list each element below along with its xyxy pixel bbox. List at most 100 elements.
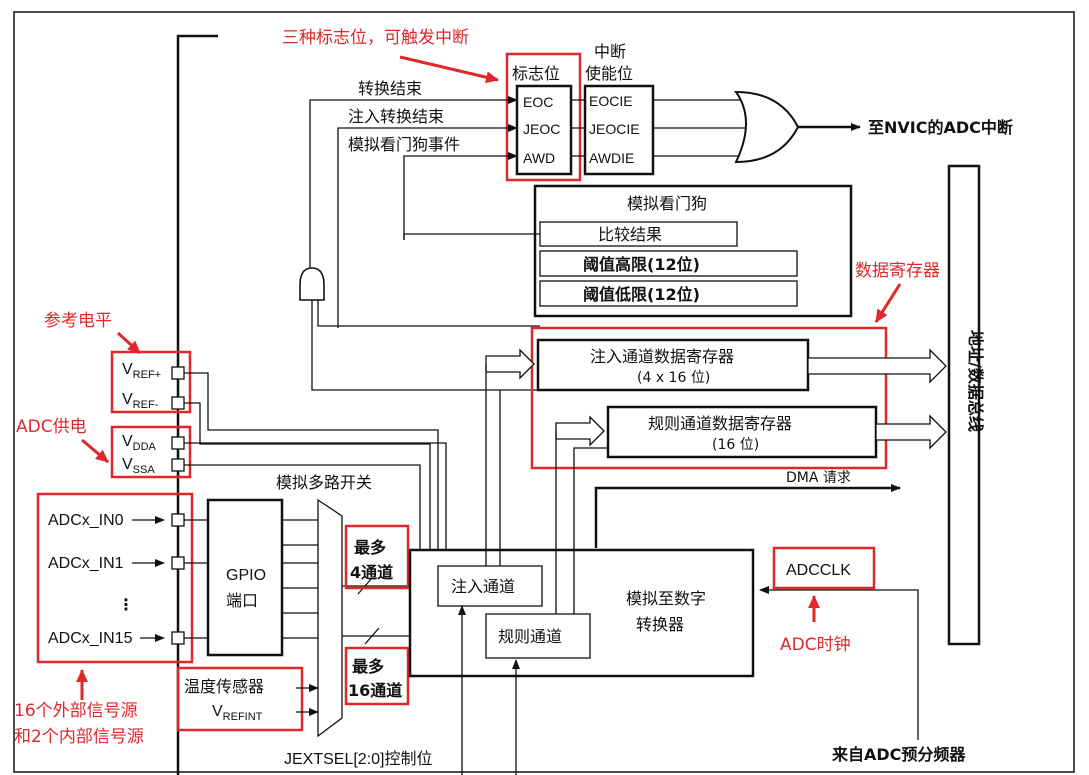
flags-highlight — [505, 52, 582, 182]
regular-bus-slash — [364, 627, 380, 645]
address-data-bus — [947, 164, 981, 646]
dma-arrow — [594, 484, 901, 548]
ie-eocie: EOCIE — [589, 93, 633, 109]
mux-label: 模拟多路开关 — [276, 473, 372, 492]
analog-mux — [317, 498, 343, 738]
vssa-label: VSSA — [122, 456, 155, 476]
adcclk-highlight — [772, 546, 876, 590]
ie-header-line1: 中断 — [594, 42, 626, 61]
max16-highlight — [344, 646, 410, 706]
and-gate — [299, 267, 325, 301]
flag-jeoc: JEOC — [523, 121, 560, 137]
vref-plus-wire — [184, 372, 439, 562]
injected-input-arrow — [485, 348, 535, 380]
flags-annotation-arrow — [399, 55, 499, 84]
max4-line1: 最多 — [354, 538, 386, 557]
vref-plus-label: VREF+ — [122, 361, 161, 381]
flags-annotation: 三种标志位，可触发中断 — [282, 28, 469, 48]
event-eoc: 转换结束 — [358, 79, 422, 98]
regular-data-register — [606, 405, 878, 459]
vrefint-label: VREFINT — [212, 703, 263, 723]
data-register-highlight — [530, 326, 888, 470]
converter-title-line2: 转换器 — [636, 615, 684, 634]
bus-label: 地址/数据总线 — [966, 330, 985, 432]
jextsel-label: JEXTSEL[2:0]控制位 — [284, 750, 433, 768]
vref-minus-label: VREF- — [122, 391, 159, 411]
injected-bus-slash — [357, 577, 373, 595]
watchdog-title: 模拟看门狗 — [627, 194, 707, 213]
regular-channel-box — [485, 613, 591, 659]
flag-awd: AWD — [523, 150, 555, 166]
nvic-label: 至NVIC的ADC中断 — [868, 118, 1013, 137]
vdda-wire — [184, 442, 447, 562]
injected-register-size: (4 x 16 位) — [637, 370, 710, 386]
flag-to-ie-lines — [571, 99, 585, 157]
max4-line2: 4通道 — [350, 563, 393, 582]
injected-to-bus-arrow — [807, 348, 947, 384]
in15-label: ADCx_IN15 — [48, 630, 133, 647]
gpio-to-mux-wires — [282, 519, 318, 639]
adcclk-wire — [759, 586, 919, 740]
or-gate — [734, 90, 800, 164]
watchdog-high: 阈值高限(12位) — [583, 255, 700, 274]
vref-minus-pin — [171, 396, 185, 410]
in15-pin — [171, 631, 185, 645]
data-register-annotation-arrow — [874, 283, 902, 323]
gpio-label-line1: GPIO — [226, 567, 266, 584]
injected-data-register — [536, 338, 810, 392]
regular-input-arrow — [555, 415, 605, 447]
injected-channel-label: 注入通道 — [451, 577, 515, 596]
chip-boundary — [176, 34, 218, 775]
external-inputs-highlight — [36, 492, 194, 664]
vdda-label: VDDA — [122, 433, 157, 453]
regular-register-title: 规则通道数据寄存器 — [648, 414, 792, 433]
watchdog-compare-box — [539, 221, 738, 247]
max4-highlight — [344, 524, 410, 590]
in0-pin — [171, 513, 185, 527]
power-annotation-arrow — [81, 438, 109, 464]
data-register-annotation: 数据寄存器 — [855, 261, 940, 281]
eoc-line — [309, 96, 518, 300]
watchdog-compare: 比较结果 — [598, 225, 662, 244]
adcclk-annotation: ADC时钟 — [780, 635, 851, 655]
power-annotation: ADC供电 — [16, 417, 87, 437]
vref-plus-pin — [171, 366, 185, 380]
vref-annotation: 参考电平 — [44, 311, 112, 331]
vssa-wire — [184, 464, 421, 562]
ie-jeocie: JEOCIE — [589, 121, 640, 137]
and-to-injected — [311, 300, 540, 391]
sources-annotation-line1: 16个外部信号源 — [14, 701, 138, 721]
temp-sensor-label: 温度传感器 — [184, 677, 264, 696]
max16-line1: 最多 — [352, 657, 384, 676]
and-to-watchdog — [317, 300, 540, 327]
dma-label: DMA 请求 — [786, 470, 851, 486]
channel-ellipsis: ⋮ — [118, 597, 134, 614]
flag-eoc: EOC — [523, 94, 553, 110]
ie-header-line2: 使能位 — [585, 64, 633, 83]
regular-channel-label: 规则通道 — [498, 627, 562, 646]
ie-awdie: AWDIE — [589, 150, 634, 166]
ie-to-or-lines — [653, 99, 756, 157]
watchdog-high-box — [539, 250, 798, 277]
sources-annotation-line2: 和2个内部信号源 — [14, 727, 144, 747]
event-jeoc: 注入转换结束 — [348, 107, 444, 126]
power-highlight — [110, 425, 192, 479]
watchdog-low-box — [539, 280, 798, 307]
gpio-port-box — [206, 498, 284, 657]
injected-channel-box — [437, 565, 543, 607]
regular-to-register-2 — [573, 447, 608, 614]
vdda-pin — [171, 436, 185, 450]
prescaler-label: 来自ADC预分频器 — [831, 745, 966, 764]
internal-sources-highlight — [176, 666, 304, 732]
in1-pin — [171, 556, 185, 570]
injected-register-title: 注入通道数据寄存器 — [590, 347, 734, 366]
vref-annotation-arrow — [116, 331, 142, 355]
regular-to-bus-arrow — [875, 414, 947, 450]
vref-highlight — [110, 350, 192, 414]
adcclk-label: ADCCLK — [786, 562, 851, 579]
watchdog-low: 阈值低限(12位) — [583, 285, 700, 304]
max16-line2: 16通道 — [348, 681, 402, 700]
vref-minus-wire — [184, 402, 431, 562]
